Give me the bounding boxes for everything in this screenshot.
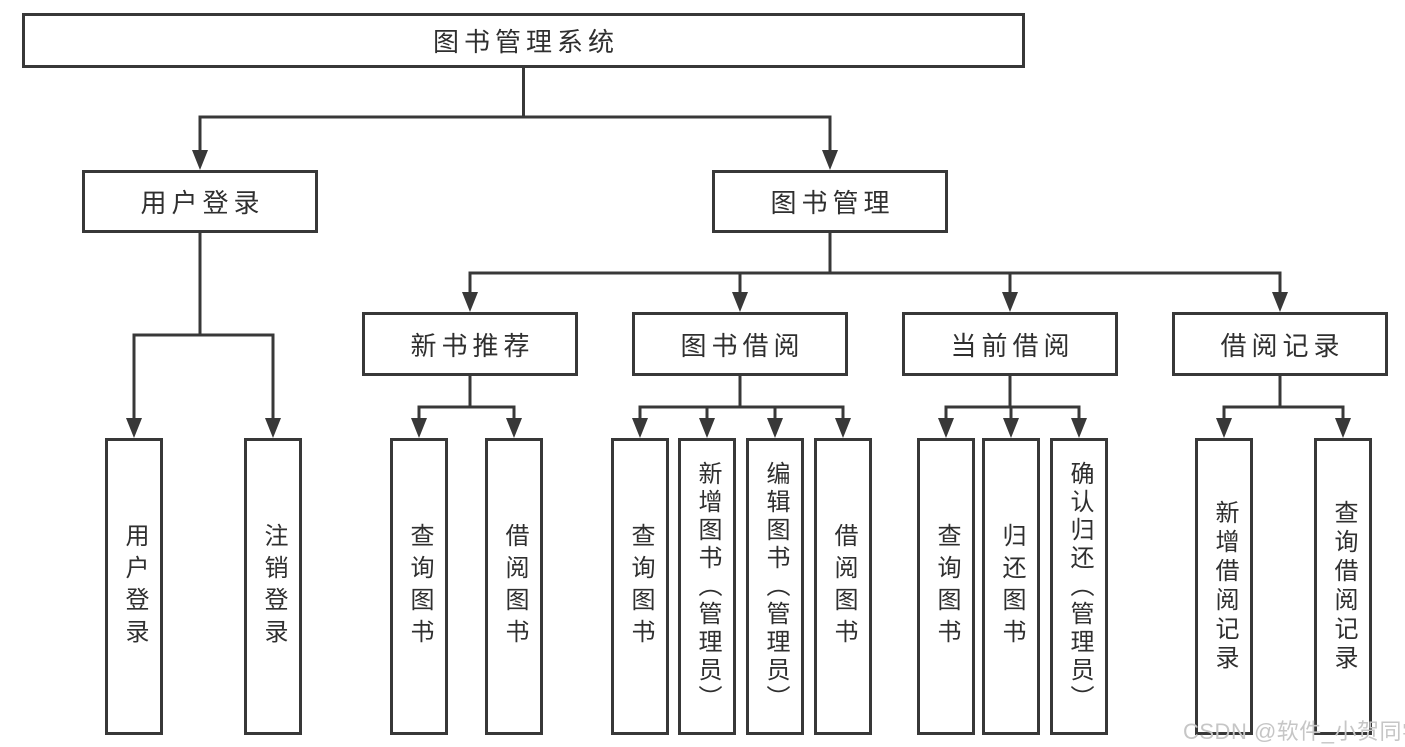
connector-userlogin-to-leaves <box>126 233 281 438</box>
leaf-borrow-add-books-admin: 新增图书（管理员） <box>678 438 736 735</box>
node-user-login-label: 用户登录 <box>140 188 265 218</box>
leaf-user-login-label: 用户登录 <box>121 522 148 651</box>
leaf-current-query-books: 查询图书 <box>917 438 975 735</box>
leaf-records-add-record: 新增借阅记录 <box>1195 438 1253 735</box>
connector-bookmgmt-to-level3 <box>462 233 1288 312</box>
leaf-user-login: 用户登录 <box>105 438 163 735</box>
leaf-borrow-borrow-books: 借阅图书 <box>814 438 872 735</box>
leaf-current-return-books: 归还图书 <box>982 438 1040 735</box>
leaf-borrow-query-books-label: 查询图书 <box>627 522 654 651</box>
leaf-borrow-add-books-admin-label: 新增图书（管理员） <box>694 460 721 713</box>
connector-root-to-level2 <box>192 68 838 170</box>
node-book-borrow: 图书借阅 <box>632 312 848 376</box>
leaf-recommend-query-books-label: 查询图书 <box>406 522 433 651</box>
node-book-borrow-label: 图书借阅 <box>680 330 805 361</box>
connector-current-to-leaves <box>938 376 1087 438</box>
node-root: 图书管理系统 <box>22 13 1025 68</box>
node-new-book-recommend-label: 新书推荐 <box>410 330 535 361</box>
node-borrow-records-label: 借阅记录 <box>1220 330 1345 361</box>
leaf-logout-label: 注销登录 <box>260 522 287 651</box>
leaf-borrow-query-books: 查询图书 <box>611 438 669 735</box>
node-book-management-label: 图书管理 <box>770 188 895 218</box>
leaf-current-confirm-return-admin: 确认归还（管理员） <box>1050 438 1108 735</box>
leaf-borrow-edit-books-admin-label: 编辑图书（管理员） <box>762 460 789 713</box>
leaf-records-query-record-label: 查询借阅记录 <box>1330 499 1357 674</box>
leaf-logout: 注销登录 <box>244 438 302 735</box>
node-user-login: 用户登录 <box>82 170 318 233</box>
node-borrow-records: 借阅记录 <box>1172 312 1388 376</box>
leaf-current-confirm-return-admin-label: 确认归还（管理员） <box>1066 460 1093 713</box>
node-root-label: 图书管理系统 <box>432 27 619 57</box>
leaf-current-return-books-label: 归还图书 <box>998 522 1025 651</box>
leaf-recommend-query-books: 查询图书 <box>390 438 448 735</box>
node-current-borrow-label: 当前借阅 <box>950 330 1075 361</box>
leaf-records-query-record: 查询借阅记录 <box>1314 438 1372 735</box>
node-book-management: 图书管理 <box>712 170 948 233</box>
leaf-recommend-borrow-books: 借阅图书 <box>485 438 543 735</box>
node-current-borrow: 当前借阅 <box>902 312 1118 376</box>
watermark-text: CSDN @软件_小贺同学 <box>1183 719 1405 744</box>
connector-records-to-leaves <box>1216 376 1351 438</box>
leaf-recommend-borrow-books-label: 借阅图书 <box>501 522 528 651</box>
leaf-borrow-edit-books-admin: 编辑图书（管理员） <box>746 438 804 735</box>
leaf-borrow-borrow-books-label: 借阅图书 <box>830 522 857 651</box>
leaf-current-query-books-label: 查询图书 <box>933 522 960 651</box>
connector-borrow-to-leaves <box>632 376 851 438</box>
connector-recommend-to-leaves <box>411 376 522 438</box>
leaf-records-add-record-label: 新增借阅记录 <box>1211 499 1238 674</box>
node-new-book-recommend: 新书推荐 <box>362 312 578 376</box>
